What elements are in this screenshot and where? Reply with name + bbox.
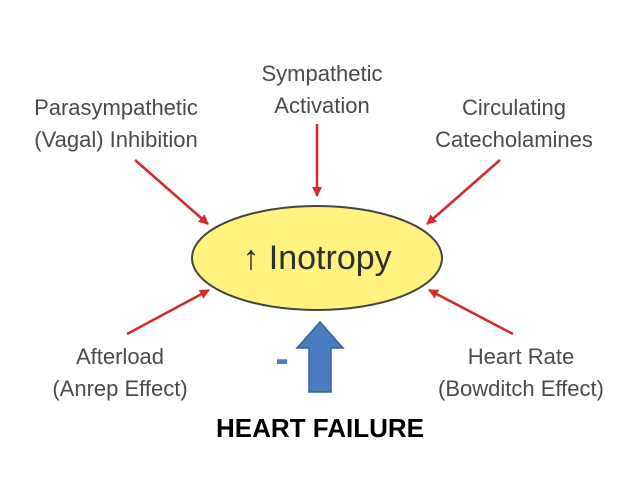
parasympathetic-line2: (Vagal) Inhibition <box>34 127 198 152</box>
heart-rate-line2: (Bowditch Effect) <box>438 376 604 401</box>
afterload-arrow <box>126 288 210 336</box>
minus-sign: - <box>275 337 289 381</box>
heart-rate-arrow <box>428 288 514 336</box>
circulating-catecholamines-label: Circulating Catecholamines <box>408 92 620 156</box>
inotropy-label: ↑ Inotropy <box>242 239 392 277</box>
sympathetic-activation-label: Sympathetic Activation <box>222 58 422 122</box>
afterload-line1: Afterload <box>75 344 165 369</box>
heart-rate-label: Heart Rate (Bowditch Effect) <box>406 341 636 405</box>
sympathetic-line2: Activation <box>274 93 370 118</box>
afterload-line2: (Anrep Effect) <box>52 376 188 401</box>
heart-failure-arrow <box>295 320 345 393</box>
inotropy-ellipse <box>191 205 443 311</box>
catecholamines-arrow <box>426 159 501 225</box>
parasympathetic-arrow <box>134 159 209 225</box>
catecholamines-line2: Catecholamines <box>435 127 593 152</box>
catecholamines-line1: Circulating <box>462 95 566 120</box>
sympathetic-line1: Sympathetic <box>261 61 383 86</box>
afterload-label: Afterload (Anrep Effect) <box>20 341 220 405</box>
heart-failure-label: HEART FAILURE <box>216 413 424 443</box>
heart-rate-line1: Heart Rate <box>467 344 575 369</box>
parasympathetic-inhibition-label: Parasympathetic (Vagal) Inhibition <box>0 92 232 156</box>
parasympathetic-line1: Parasympathetic <box>34 95 198 120</box>
